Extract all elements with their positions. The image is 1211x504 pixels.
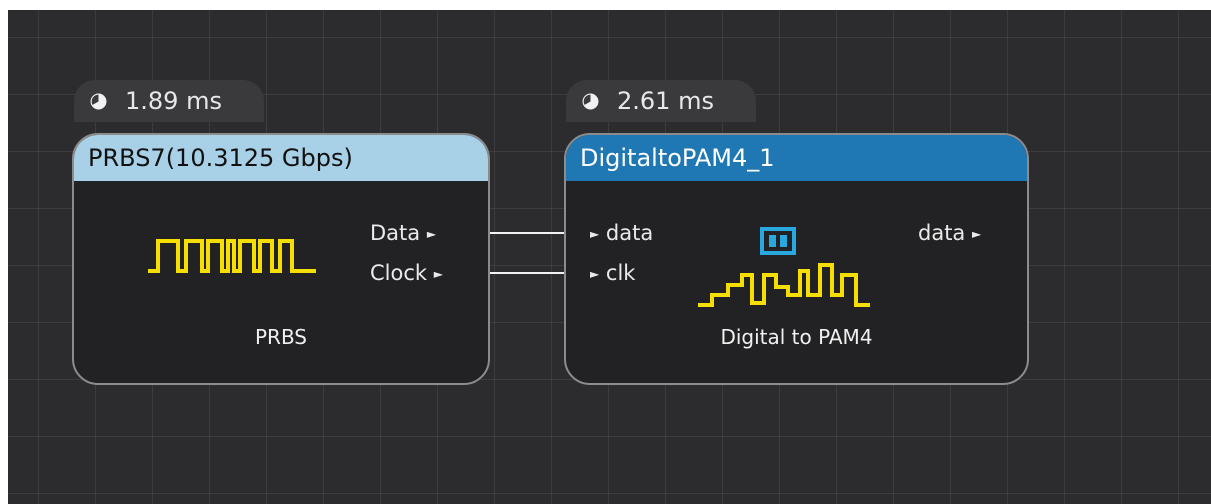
prbs-timing-badge: 1.89 ms: [74, 80, 264, 122]
port-arrow-icon: ►: [972, 227, 982, 241]
pam4-input-port-data[interactable]: ► data: [590, 221, 654, 245]
pam4-timing-value: 2.61 ms: [617, 87, 714, 115]
prbs-block-header[interactable]: PRBS7(10.3125 Gbps): [74, 135, 488, 181]
prbs-block-title: PRBS7(10.3125 Gbps): [88, 144, 353, 172]
pam4-block-title: DigitaltoPAM4_1: [580, 144, 775, 172]
pam4-input-port-clk[interactable]: ► clk: [590, 261, 636, 285]
pam4-output-port-data[interactable]: data ►: [918, 221, 982, 245]
pam4-block[interactable]: DigitaltoPAM4_1 ► data ► clk data ► Digi…: [564, 133, 1029, 385]
connection-clock-wire[interactable]: [463, 272, 588, 274]
prbs-square-wave-icon: [148, 239, 316, 273]
connection-data-wire[interactable]: [463, 232, 588, 234]
prbs-block-caption: PRBS: [254, 325, 308, 349]
prbs-output-port-clock[interactable]: Clock ►: [370, 261, 443, 285]
pam4-block-header[interactable]: DigitaltoPAM4_1: [566, 135, 1027, 181]
prbs-output-port-data[interactable]: Data ►: [370, 221, 437, 245]
pam4-timing-badge: 2.61 ms: [566, 80, 756, 122]
block-diagram-canvas[interactable]: 1.89 ms PRBS7(10.3125 Gbps) Data ► Clock…: [8, 10, 1211, 504]
clock-icon: [90, 93, 107, 109]
pam4-staircase-wave-icon: [698, 263, 870, 307]
port-arrow-icon: ►: [590, 227, 600, 241]
prbs-timing-value: 1.89 ms: [125, 87, 222, 115]
pause-bars-icon: [760, 227, 796, 255]
port-arrow-icon: ►: [433, 267, 443, 281]
clock-icon: [582, 93, 599, 109]
pam4-block-caption: Digital to PAM4: [720, 325, 873, 349]
port-arrow-icon: ►: [590, 267, 600, 281]
port-arrow-icon: ►: [426, 227, 437, 241]
prbs-block[interactable]: PRBS7(10.3125 Gbps) Data ► Clock ► PRBS: [72, 133, 490, 385]
